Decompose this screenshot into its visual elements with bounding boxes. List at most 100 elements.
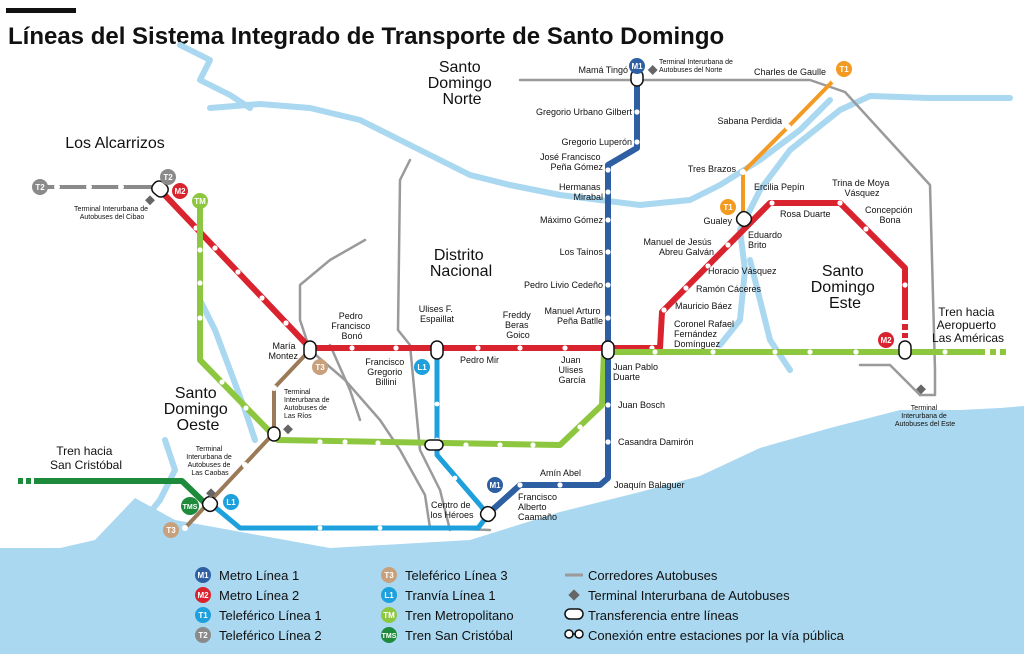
tm-station xyxy=(652,349,658,355)
station-charles: Charles de Gaulle xyxy=(754,67,826,77)
station-juan-bosch: Juan Bosch xyxy=(618,400,665,410)
transfer-tm-l1 xyxy=(424,439,444,451)
station-manuel-jesus: Manuel de Jesús Abreu Galván xyxy=(643,237,714,257)
badge-t3-maria xyxy=(312,359,328,375)
station-maria-montez: María Montez xyxy=(268,341,298,361)
terminal-markers xyxy=(145,65,926,499)
region-sd-este: Santo Domingo Este xyxy=(811,263,879,312)
tm-station xyxy=(772,349,778,355)
station-labels: Mamá Tingó Gregorio Urbano Gilbert Grego… xyxy=(268,65,912,522)
transfers xyxy=(151,69,912,523)
m1-station xyxy=(605,282,611,288)
legend-badge-tms-text: TMS xyxy=(382,633,397,640)
sea xyxy=(0,406,1024,654)
badge-l1-caobas xyxy=(223,494,239,510)
m1-station xyxy=(557,482,563,488)
m2-station xyxy=(769,200,775,206)
station-coronel: Coronel Rafael Fernández Domínguez xyxy=(674,319,737,349)
terminal-caobas-diamond xyxy=(206,488,216,499)
t2-station xyxy=(54,184,60,190)
legend-badge-m1 xyxy=(195,567,211,583)
river-ozama xyxy=(717,93,1013,348)
badge-tm-label: TM xyxy=(194,197,206,206)
region-distrito-nacional: Distrito Nacional xyxy=(430,247,492,280)
tm-extension xyxy=(990,349,996,355)
t1-line xyxy=(741,78,836,218)
station-horacio: Horacio Vásquez xyxy=(708,266,777,276)
m2-station xyxy=(235,269,241,275)
tm-station xyxy=(375,440,381,446)
legend-badge-tms xyxy=(381,627,397,643)
t2-station xyxy=(86,184,92,190)
m1-station xyxy=(634,139,640,145)
badge-m2-right xyxy=(878,332,894,348)
m2-station xyxy=(863,226,869,232)
badge-m1-bottom-label: M1 xyxy=(489,481,501,490)
station-maximo-gomez: Máximo Gómez xyxy=(540,215,604,225)
legend-badge-tm xyxy=(381,607,397,623)
badge-m1-top xyxy=(629,58,645,74)
badge-l1-caobas-label: L1 xyxy=(226,498,236,507)
transfer-maria-montez xyxy=(303,340,317,360)
m1-station xyxy=(605,249,611,255)
terminal-norte-label: Terminal Interurbana de Autobuses del No… xyxy=(659,59,735,74)
t3-station xyxy=(242,462,248,468)
t3-station xyxy=(271,385,277,391)
t1-station xyxy=(831,77,837,83)
region-labels: Santo Domingo Norte Los Alcarrizos Distr… xyxy=(65,59,879,434)
badge-t2-right-label: T2 xyxy=(163,173,173,182)
station-sabana: Sabana Perdida xyxy=(717,116,782,126)
station-manuel-arturo: Manuel Arturo Peña Batlle xyxy=(544,306,603,326)
m2-station xyxy=(393,345,399,351)
terminal-rios-diamond xyxy=(283,424,293,435)
station-joaquin: Joaquín Balaguer xyxy=(614,480,685,490)
m2-station xyxy=(837,200,843,206)
badge-tm xyxy=(192,193,208,209)
station-freddy: Freddy Beras Goico xyxy=(503,310,534,340)
legend-link-label: Conexión entre estaciones por la vía púb… xyxy=(588,628,845,643)
m2-station xyxy=(475,345,481,351)
legend-badge-t1-text: T1 xyxy=(198,611,208,620)
legend-col2: T3 Teleférico Línea 3 L1 Tranvía Línea 1… xyxy=(381,567,514,643)
legend-col1: M1 Metro Línea 1 M2 Metro Línea 2 T1 Tel… xyxy=(195,567,322,643)
legend-badge-tm-text: TM xyxy=(383,611,395,620)
badge-m2-left xyxy=(172,183,188,199)
station-amin-abel: Amín Abel xyxy=(540,468,581,478)
m2-station xyxy=(562,345,568,351)
t3-station xyxy=(182,525,188,531)
tm-station xyxy=(243,405,249,411)
legend-t1-label: Teleférico Línea 1 xyxy=(219,608,322,623)
badge-t1-gualey xyxy=(720,199,736,215)
badge-l1-ulises-label: L1 xyxy=(417,363,427,372)
teleferico-linea-2 xyxy=(45,184,160,190)
badge-m2-left-label: M2 xyxy=(174,187,186,196)
station-ercilia: Ercilia Pepín xyxy=(754,182,805,192)
legend-terminal-diamond xyxy=(568,589,580,601)
badge-tms xyxy=(181,497,199,515)
legend-m1-label: Metro Línea 1 xyxy=(219,568,299,583)
t2-station xyxy=(118,184,124,190)
metro-linea-1 xyxy=(487,78,640,515)
external-labels: Tren hacia Aeropuerto Las Américas Tren … xyxy=(50,305,1004,472)
terminal-labels: Terminal Interurbana de Autobuses del No… xyxy=(74,59,955,477)
t1-station xyxy=(785,124,791,130)
m2-station xyxy=(902,282,908,288)
badge-m1-top-label: M1 xyxy=(631,62,643,71)
legend-col3: Corredores Autobuses Terminal Interurban… xyxy=(564,568,845,643)
terminal-norte-diamond xyxy=(647,65,658,75)
badge-t3-bottom xyxy=(163,522,179,538)
tm-station xyxy=(197,315,203,321)
m1-station xyxy=(517,482,523,488)
t3-line xyxy=(183,348,312,530)
m2-station xyxy=(349,345,355,351)
station-juan-ulises: Juan Ulises García xyxy=(558,355,585,385)
corridor-north xyxy=(518,78,937,397)
l1-station xyxy=(434,401,440,407)
tm-extension xyxy=(1000,349,1006,355)
legend-badge-l1-text: L1 xyxy=(384,591,394,600)
teleferico-linea-3 xyxy=(182,348,312,531)
tm-station xyxy=(463,442,469,448)
tm-station xyxy=(497,442,503,448)
legend-transfer-label: Transferencia entre líneas xyxy=(588,608,739,623)
teleferico-linea-1 xyxy=(740,77,837,218)
